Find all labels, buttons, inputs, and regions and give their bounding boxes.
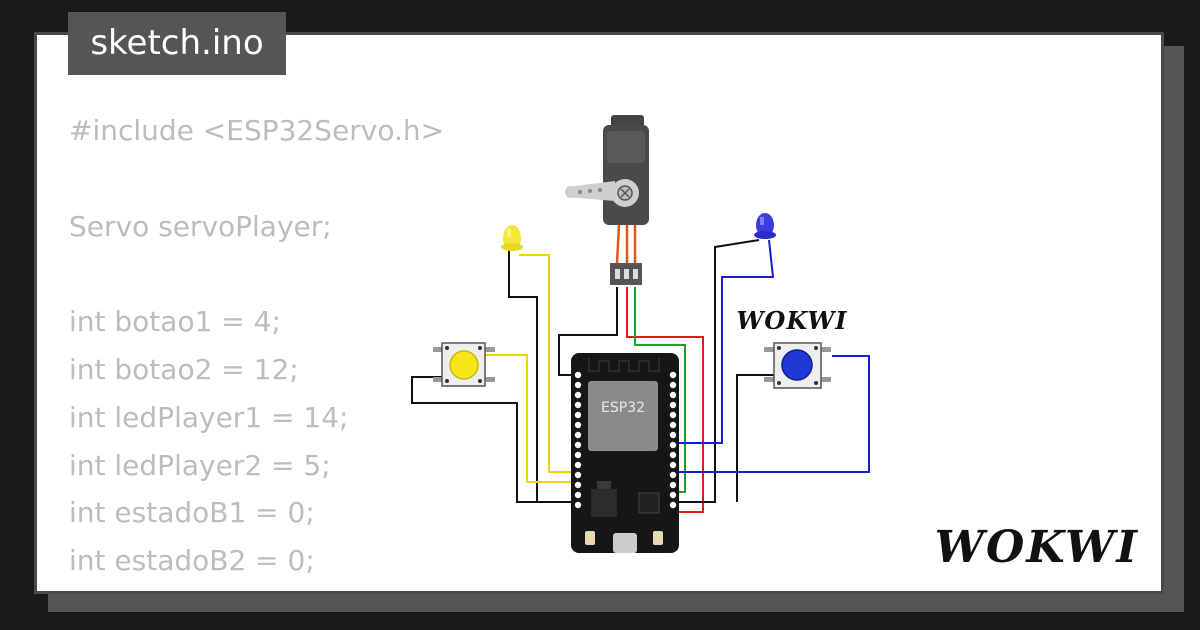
code-line: int ledPlayer2 = 5;: [69, 448, 331, 482]
blue-pushbutton: [764, 342, 831, 389]
esp32-board: ESP32: [571, 353, 679, 553]
code-line: [69, 250, 444, 298]
code-line: int botao2 = 12;: [69, 352, 299, 386]
code-line: int estadoB1 = 0;: [69, 496, 315, 530]
code-line: int botao1 = 4;: [69, 305, 281, 339]
yellow-led: [501, 225, 523, 251]
esp32-label: ESP32: [601, 400, 645, 416]
code-line: int ledPlayer1 = 14;: [69, 400, 349, 434]
code-line: [69, 155, 444, 203]
code-line: Servo servoPlayer;: [69, 209, 332, 243]
code-preview: #include <ESP32Servo.h> Servo servoPlayer…: [69, 107, 445, 591]
circuit-diagram: ESP32 WOKWI: [411, 115, 870, 553]
code-line: #include <ESP32Servo.h>: [69, 114, 445, 147]
code-line: int ld 1P: [69, 585, 444, 591]
wokwi-logo: WOKWI: [934, 522, 1139, 573]
yellow-pushbutton: [433, 342, 495, 387]
blue-led: [754, 213, 776, 239]
code-line: int estadoB2 = 0;: [69, 544, 315, 578]
file-tab: sketch.ino: [68, 12, 286, 75]
preview-card: #include <ESP32Servo.h> Servo servoPlayer…: [34, 32, 1164, 594]
wokwi-watermark: WOKWI: [736, 306, 847, 335]
servo-motor: [565, 115, 649, 285]
